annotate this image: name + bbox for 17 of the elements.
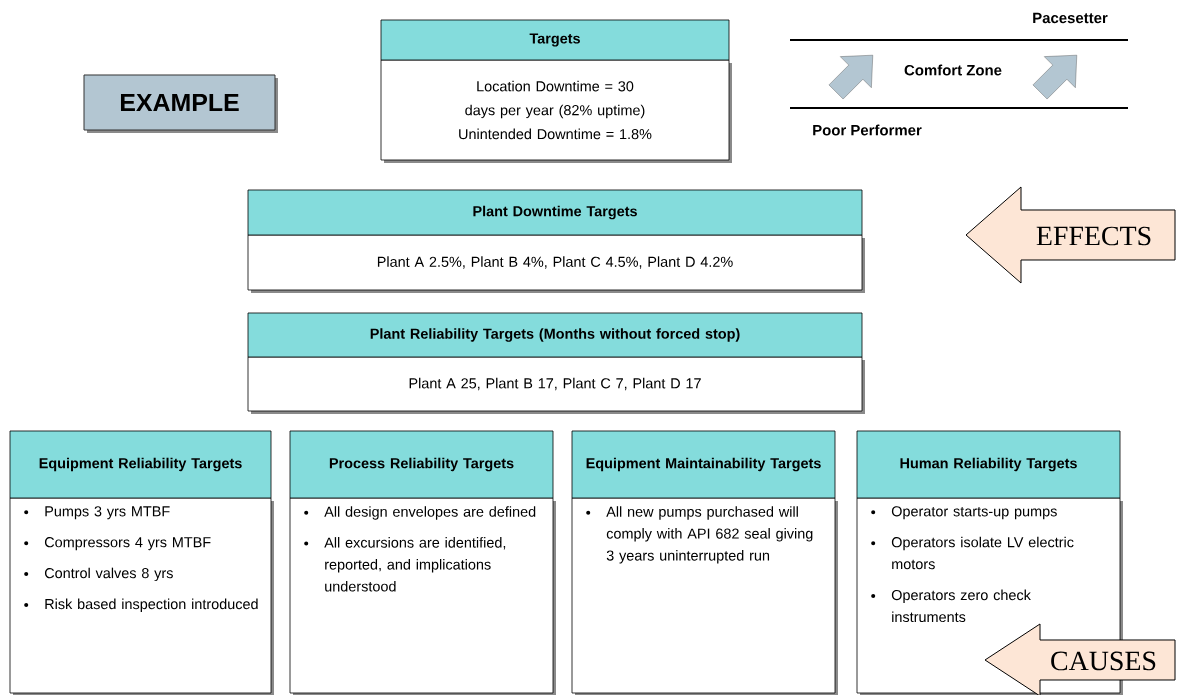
node-label: Targets: [529, 33, 580, 47]
node-label: Plant Reliability Targets (Months without forced stop): [370, 328, 740, 342]
target-box: Plant Downtime Targets Plant A 2.5%, Plant B 4%, Plant C 4.5%, Plant D 4.2%: [247, 189, 865, 293]
node-label: Human Reliability Targets: [900, 457, 1077, 472]
node-label: Equipment Maintainability Targets: [586, 457, 821, 472]
target-box: Targets Location Downtime = 30 days per year (82% uptime) Unintended Downtime = 1.8%: [380, 19, 732, 163]
node-label: Process Reliability Targets: [329, 457, 514, 472]
zone-label: Comfort Zone: [904, 64, 1002, 76]
target-box: Equipment Maintainability Targets All new pumps purchased will comply with API 682 seal giving 3 years uninterrupted run: [571, 430, 838, 695]
target-box: Plant Reliability Targets (Months without forced stop) Plant A 25, Plant B 17, Plant C 7, Plant D 17: [247, 312, 865, 414]
target-box: Process Reliability Targets All design envelopes are defined All excursions are identified, reported, and implications understood: [289, 430, 556, 695]
node-label: Equipment Reliability Targets: [39, 457, 242, 472]
example-box: EXAMPLE: [83, 74, 278, 133]
zone-label: Pacesetter: [1033, 12, 1108, 24]
zone-label: Poor Performer: [813, 124, 922, 136]
node-label: Plant Downtime Targets: [473, 205, 637, 220]
target-box: Equipment Reliability Targets Pumps 3 yrs MTBF Compressors 4 yrs MTBF Control valves 8 yrs Risk based inspection introduced: [9, 430, 274, 695]
